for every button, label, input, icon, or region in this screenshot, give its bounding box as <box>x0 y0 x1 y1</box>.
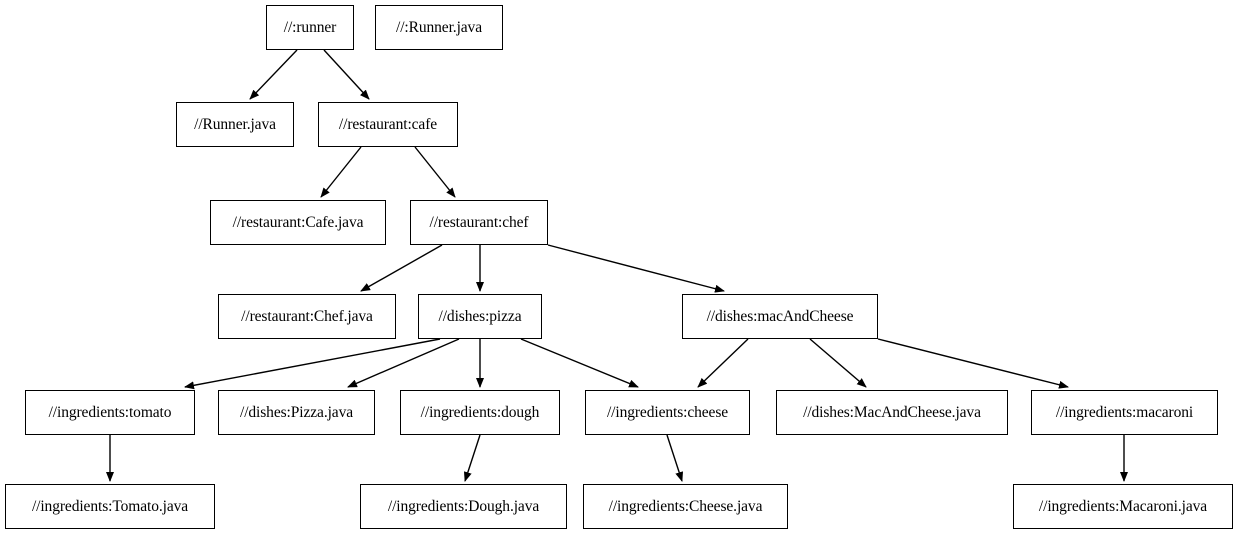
graph-node-dishes_macncheese[interactable]: //dishes:macAndCheese <box>682 294 878 339</box>
graph-node-label: //dishes:macAndCheese <box>706 307 854 325</box>
graph-node-runner_java[interactable]: //Runner.java <box>176 102 294 147</box>
graph-node-pizza_java[interactable]: //dishes:Pizza.java <box>218 390 375 435</box>
graph-node-label: //restaurant:chef <box>429 213 529 231</box>
graph-node-ing_tomato[interactable]: //ingredients:tomato <box>25 390 195 435</box>
graph-node-label: //ingredients:dough <box>420 403 540 421</box>
graph-node-runner_java_root[interactable]: //:Runner.java <box>375 5 503 50</box>
graph-node-restaurant_cafe[interactable]: //restaurant:cafe <box>318 102 458 147</box>
graph-node-label: //dishes:Pizza.java <box>239 403 354 421</box>
graph-node-ing_cheese[interactable]: //ingredients:cheese <box>585 390 750 435</box>
graph-node-chef_java[interactable]: //restaurant:Chef.java <box>218 294 396 339</box>
graph-node-tomato_java[interactable]: //ingredients:Tomato.java <box>5 484 215 529</box>
graph-node-label: //Runner.java <box>194 115 276 133</box>
graph-node-dough_java[interactable]: //ingredients:Dough.java <box>360 484 567 529</box>
graph-node-macncheese_java[interactable]: //dishes:MacAndCheese.java <box>776 390 1008 435</box>
graph-node-restaurant_chef[interactable]: //restaurant:chef <box>410 200 548 245</box>
graph-node-label: //ingredients:cheese <box>606 403 729 421</box>
graph-node-label: //ingredients:macaroni <box>1055 403 1194 421</box>
graph-node-label: //ingredients:tomato <box>48 403 172 421</box>
graph-node-label: //restaurant:cafe <box>338 115 438 133</box>
graph-node-label: //:Runner.java <box>396 18 482 36</box>
graph-node-macaroni_java[interactable]: //ingredients:Macaroni.java <box>1013 484 1233 529</box>
graph-node-label: //:runner <box>283 18 337 36</box>
graph-node-cafe_java[interactable]: //restaurant:Cafe.java <box>210 200 386 245</box>
graph-node-label: //ingredients:Dough.java <box>387 497 540 515</box>
graph-node-label: //ingredients:Cheese.java <box>608 497 763 515</box>
graph-node-ing_macaroni[interactable]: //ingredients:macaroni <box>1031 390 1218 435</box>
graph-node-label: //dishes:pizza <box>438 307 522 325</box>
graph-node-label: //restaurant:Cafe.java <box>232 213 364 231</box>
graph-node-ing_dough[interactable]: //ingredients:dough <box>400 390 560 435</box>
graph-node-cheese_java[interactable]: //ingredients:Cheese.java <box>583 484 788 529</box>
graph-node-label: //restaurant:Chef.java <box>241 307 373 325</box>
graph-node-label: //ingredients:Macaroni.java <box>1038 497 1208 515</box>
graph-node-label: //dishes:MacAndCheese.java <box>803 403 981 421</box>
graph-node-dishes_pizza[interactable]: //dishes:pizza <box>418 294 542 339</box>
graph-node-label: //ingredients:Tomato.java <box>31 497 189 515</box>
graph-node-runner[interactable]: //:runner <box>266 5 354 50</box>
